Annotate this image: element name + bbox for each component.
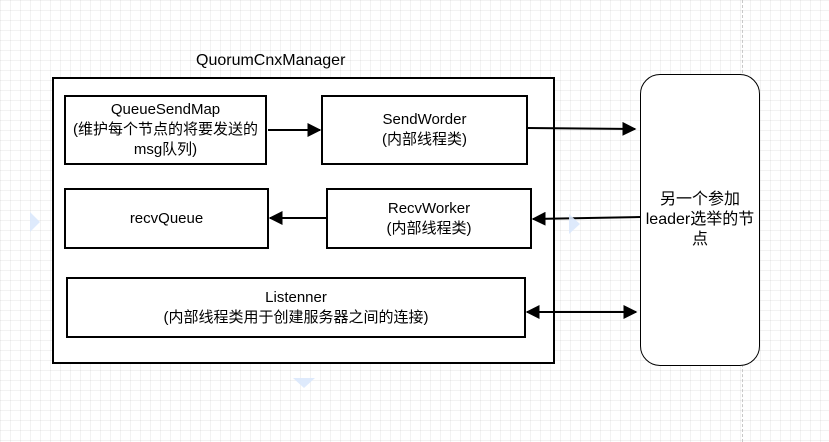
send-worker-label: SendWorder xyxy=(382,111,467,128)
queue-send-map-desc: (维护每个节点的将要发送的msg队列) xyxy=(73,121,258,158)
peer-node[interactable]: 另一个参加leader选举的节点 xyxy=(640,74,760,366)
recv-worker-node[interactable]: RecvWorker (内部线程类) xyxy=(326,188,532,249)
send-worker-node[interactable]: SendWorder (内部线程类) xyxy=(321,95,528,165)
canvas-handle-bottom[interactable] xyxy=(293,378,315,388)
recv-worker-desc: (内部线程类) xyxy=(386,219,472,237)
listener-node[interactable]: Listenner (内部线程类用于创建服务器之间的连接) xyxy=(66,277,526,338)
recv-worker-label: RecvWorker xyxy=(387,199,471,217)
queue-send-map-node[interactable]: QueueSendMap (维护每个节点的将要发送的msg队列) xyxy=(64,95,267,165)
listener-desc: (内部线程类用于创建服务器之间的连接) xyxy=(163,308,429,326)
diagram-title: QuorumCnxManager xyxy=(196,52,346,69)
recv-queue-node[interactable]: recvQueue xyxy=(64,188,269,249)
peer-label: 另一个参加leader选举的节点 xyxy=(645,191,755,248)
canvas-handle-right[interactable] xyxy=(569,214,580,234)
send-worker-desc: (内部线程类) xyxy=(382,131,467,148)
listener-label: Listenner xyxy=(265,288,327,306)
canvas-handle-left[interactable] xyxy=(30,212,40,232)
recv-queue-label: recvQueue xyxy=(129,209,204,227)
queue-send-map-label: QueueSendMap xyxy=(110,101,221,118)
